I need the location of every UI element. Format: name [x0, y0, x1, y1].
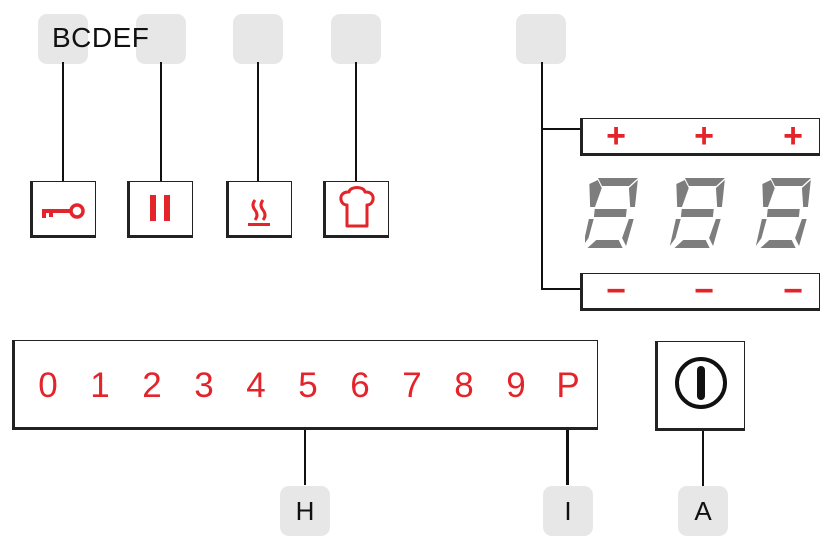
segment-f	[676, 180, 689, 207]
level-digit-4[interactable]: 4	[246, 366, 266, 405]
level-digit-6[interactable]: 6	[350, 366, 370, 405]
callout-i: I	[543, 486, 593, 536]
segment-a	[598, 178, 638, 186]
leader-line-e	[355, 62, 357, 182]
pause-icon	[150, 195, 170, 221]
callout-a: A	[678, 486, 728, 536]
segment-c	[622, 219, 634, 246]
segment-g	[680, 209, 714, 217]
key-lock-icon	[42, 203, 85, 219]
segment-b	[801, 180, 811, 207]
pause-key-button[interactable]	[127, 181, 193, 238]
timer-seven-segment-display	[585, 178, 811, 248]
seven-segment-digit-2	[669, 178, 725, 248]
chef-key-button[interactable]	[323, 181, 389, 238]
timer-plus-keys: + + +	[580, 118, 820, 156]
segment-g	[593, 209, 627, 217]
leader-branch-plus	[541, 128, 581, 130]
segment-d	[674, 240, 710, 248]
segment-c	[709, 219, 721, 246]
seven-segment-digit-1	[585, 178, 638, 248]
leader-line-b	[62, 62, 64, 182]
segment-e	[669, 219, 681, 246]
callout-marker-f	[516, 14, 566, 64]
callout-marker-b	[38, 14, 88, 64]
segment-a	[685, 178, 725, 186]
segment-d	[587, 240, 623, 248]
callout-marker-e	[331, 14, 381, 64]
level-digit-5[interactable]: 5	[298, 366, 318, 405]
timer-plus-button-1[interactable]: +	[606, 117, 626, 155]
timer-minus-keys: − − −	[580, 273, 820, 311]
level-digit-3[interactable]: 3	[194, 366, 214, 405]
callout-marker-d	[233, 14, 283, 64]
power-button[interactable]	[655, 341, 745, 431]
leader-line-f	[541, 62, 543, 290]
timer-minus-button-1[interactable]: −	[606, 272, 626, 310]
level-digit-9[interactable]: 9	[506, 366, 526, 405]
chef-hat-icon	[339, 186, 375, 228]
timer-minus-button-2[interactable]: −	[694, 272, 714, 310]
power-level-slider[interactable]: 0 1 2 3 4 5 6 7 8 9 P	[12, 340, 598, 430]
level-digit-2[interactable]: 2	[142, 366, 162, 405]
segment-e	[585, 219, 594, 246]
leader-line-i	[566, 430, 569, 485]
seven-segment-digit-3	[755, 178, 811, 248]
callout-label-bcdef: BCDEF	[52, 22, 150, 53]
segment-d	[760, 240, 796, 248]
timer-plus-button-3[interactable]: +	[783, 117, 803, 155]
segment-e	[755, 219, 767, 246]
level-digit-p[interactable]: P	[556, 366, 580, 405]
power-icon	[675, 357, 727, 409]
timer-minus-button-3[interactable]: −	[783, 272, 803, 310]
callout-h: H	[280, 486, 330, 536]
keep-warm-key-button[interactable]	[226, 181, 292, 238]
level-digit-7[interactable]: 7	[402, 366, 422, 405]
segment-b	[715, 180, 725, 207]
leader-line-c	[160, 62, 162, 182]
keep-warm-icon	[248, 199, 270, 226]
segment-g	[766, 209, 800, 217]
level-digit-0[interactable]: 0	[38, 366, 58, 405]
leader-line-h	[304, 430, 306, 485]
level-digit-8[interactable]: 8	[454, 366, 474, 405]
segment-c	[795, 219, 807, 246]
segment-f	[762, 180, 775, 207]
lock-key-button[interactable]	[30, 181, 96, 238]
leader-line-d	[257, 62, 259, 182]
segment-a	[771, 178, 811, 186]
level-digit-1[interactable]: 1	[90, 366, 110, 405]
leader-line-a	[702, 431, 704, 486]
timer-plus-button-2[interactable]: +	[694, 117, 714, 155]
leader-branch-minus	[541, 288, 581, 290]
segment-b	[628, 180, 638, 207]
segment-f	[589, 180, 602, 207]
callout-marker-c	[136, 14, 186, 64]
